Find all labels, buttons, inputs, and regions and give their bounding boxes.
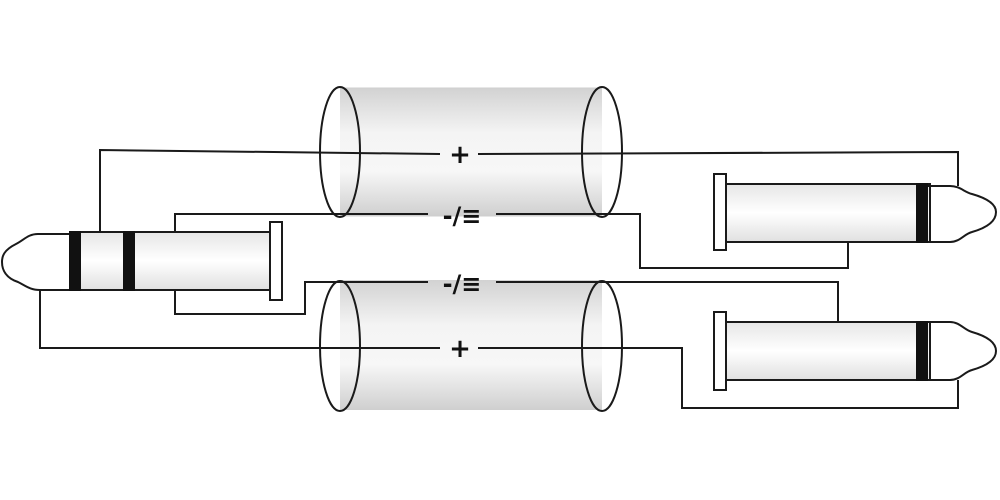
upper-right-plug-collar <box>713 173 727 251</box>
upper-cable-right-end <box>581 86 623 218</box>
left-trs-plug <box>0 221 283 301</box>
lower-ground-wire <box>174 281 839 322</box>
lower-right-plug-collar <box>713 311 727 391</box>
left-plug-band-2 <box>123 231 135 291</box>
upper-right-plug-band <box>916 183 928 243</box>
lower-hot-label: + <box>449 334 471 364</box>
left-plug-barrel <box>69 231 271 291</box>
left-plug-tip <box>0 233 70 291</box>
upper-ground-label: -/≡ <box>443 202 482 230</box>
lower-hot-wire <box>39 290 959 409</box>
lower-right-plug-tip <box>928 321 998 381</box>
lower-right-plug-barrel <box>725 321 931 381</box>
upper-hot-wire <box>99 148 959 232</box>
upper-ground-wire <box>174 213 849 269</box>
upper-right-plug-tip <box>928 185 998 243</box>
left-plug-collar <box>269 221 283 301</box>
upper-right-plug-barrel <box>725 183 931 243</box>
lower-right-ts-plug <box>713 311 998 391</box>
lower-cable-sleeve <box>319 280 623 412</box>
lower-right-plug-band <box>916 321 928 381</box>
left-plug-band-1 <box>69 231 81 291</box>
lower-ground-label: -/≡ <box>443 270 482 298</box>
upper-hot-label: + <box>449 140 471 170</box>
upper-right-ts-plug <box>713 173 998 251</box>
upper-cable-sleeve <box>319 86 623 218</box>
